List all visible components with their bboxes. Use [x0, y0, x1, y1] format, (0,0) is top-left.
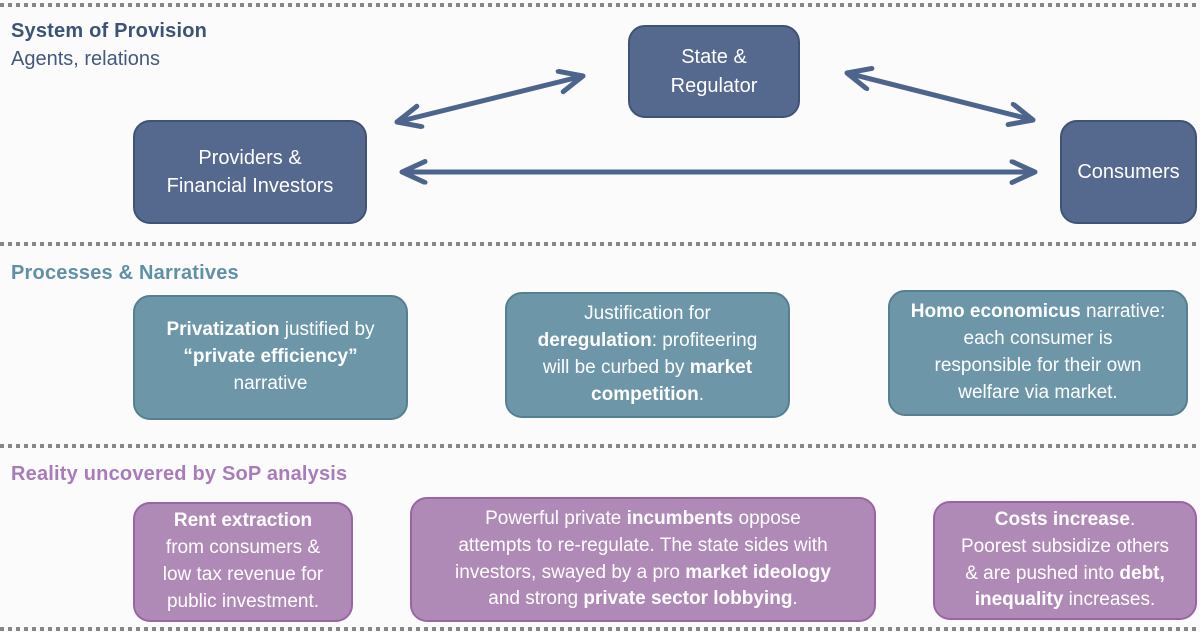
- arrow-providers-state: [397, 76, 583, 122]
- section-subtitle-agents: Agents, relations: [11, 48, 160, 70]
- narrative-box-privatization: Privatization justified by“private effic…: [133, 295, 408, 420]
- separator-agents-narratives: [0, 242, 1200, 246]
- node-state-label: State &Regulator: [670, 46, 758, 97]
- reality-box-costs-increase: Costs increase.Poorest subsidize others&…: [933, 501, 1197, 620]
- reality-costs-increase-text: Costs increase.Poorest subsidize others&…: [960, 508, 1170, 611]
- narrative-box-homo-economicus: Homo economicus narrative:each consumer …: [888, 290, 1188, 416]
- section-title-agents: System of Provision: [11, 20, 208, 42]
- separator-top: [0, 3, 1200, 7]
- narrative-privatization-text: Privatization justified by“private effic…: [166, 319, 375, 394]
- node-consumers: Consumers: [1060, 120, 1197, 224]
- node-providers-financial-investors: Providers &Financial Investors: [133, 120, 367, 224]
- section-title-narratives: Processes & Narratives: [11, 262, 239, 284]
- node-consumers-label: Consumers: [1077, 160, 1180, 183]
- node-state-regulator: State &Regulator: [628, 25, 800, 118]
- separator-bottom: [0, 627, 1200, 631]
- narrative-homo-economicus-text: Homo economicus narrative:each consumer …: [910, 301, 1166, 403]
- agent-relations-arrows: [0, 0, 1200, 240]
- section-title-reality: Reality uncovered by SoP analysis: [11, 463, 348, 485]
- arrow-state-consumers: [847, 73, 1033, 120]
- node-providers-label: Providers &Financial Investors: [166, 146, 334, 197]
- separator-narratives-reality: [0, 444, 1200, 448]
